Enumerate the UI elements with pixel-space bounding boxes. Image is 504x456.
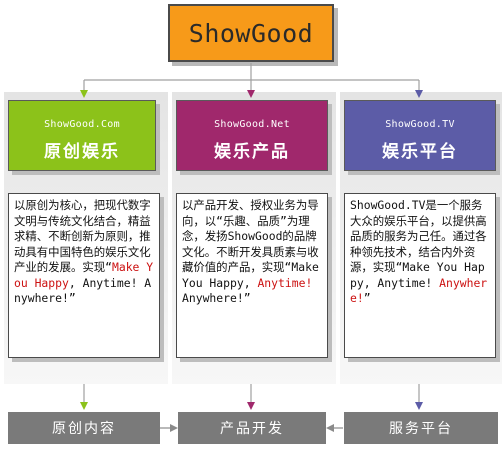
header-original-entertainment: ShowGood.Com 原创娱乐	[8, 100, 156, 171]
top-title: ShowGood	[188, 18, 314, 48]
header-entertainment-platform: ShowGood.TV 娱乐平台	[344, 100, 496, 171]
header-subtitle: ShowGood.TV	[385, 119, 455, 130]
arrow-right-gray	[170, 424, 178, 432]
top-title-box: ShowGood	[168, 4, 334, 62]
header-title: 原创娱乐	[44, 142, 120, 162]
description-text: , Anytime! Anywhere!”	[14, 275, 152, 306]
description-text: ShowGood.TV是一个服务大众的娱乐平台，以提供高品质的服务为己任。通过各…	[350, 198, 487, 290]
arrow-down-green-top	[80, 90, 88, 98]
header-title: 娱乐产品	[214, 142, 290, 162]
header-subtitle: ShowGood.Com	[44, 119, 120, 130]
description-highlight: Make You Happy	[14, 260, 154, 290]
description-text: ”	[363, 291, 371, 305]
header-entertainment-products: ShowGood.Net 娱乐产品	[176, 100, 328, 171]
arrow-down-purple-top	[415, 90, 423, 98]
button-label: 产品开发	[220, 421, 284, 437]
service-platform-button[interactable]: 服务平台	[344, 412, 498, 444]
original-content-button[interactable]: 原创内容	[8, 412, 160, 444]
description-text: Anywhere!”	[182, 291, 251, 305]
header-subtitle: ShowGood.Net	[214, 119, 290, 130]
description-original: 以原创为核心，把现代数字文明与传统文化结合，精益求精、不断创新为原则，推动具有中…	[8, 193, 160, 358]
button-label: 原创内容	[52, 421, 116, 437]
product-development-button[interactable]: 产品开发	[178, 412, 326, 444]
header-title: 娱乐平台	[382, 142, 458, 162]
description-text: 以原创为核心，把现代数字文明与传统文化结合，精益求精、不断创新为原则，推动具有中…	[14, 198, 151, 274]
arrow-down-green-bottom	[80, 402, 88, 410]
button-label: 服务平台	[389, 421, 453, 437]
description-highlight: Anywhere!	[350, 275, 488, 306]
description-text: 以产品开发、授权业务为导向，以“乐趣、品质”为理念，发扬ShowGood的品牌文…	[182, 198, 319, 290]
description-platform: ShowGood.TV是一个服务大众的娱乐平台，以提供高品质的服务为己任。通过各…	[344, 193, 496, 358]
arrow-left-gray	[326, 424, 334, 432]
description-products: 以产品开发、授权业务为导向，以“乐趣、品质”为理念，发扬ShowGood的品牌文…	[176, 193, 328, 358]
description-highlight: Anytime!	[257, 275, 313, 290]
arrow-down-purple-bottom	[415, 402, 423, 410]
arrow-down-pink-top	[247, 90, 255, 98]
arrow-down-pink-bottom	[247, 402, 255, 410]
